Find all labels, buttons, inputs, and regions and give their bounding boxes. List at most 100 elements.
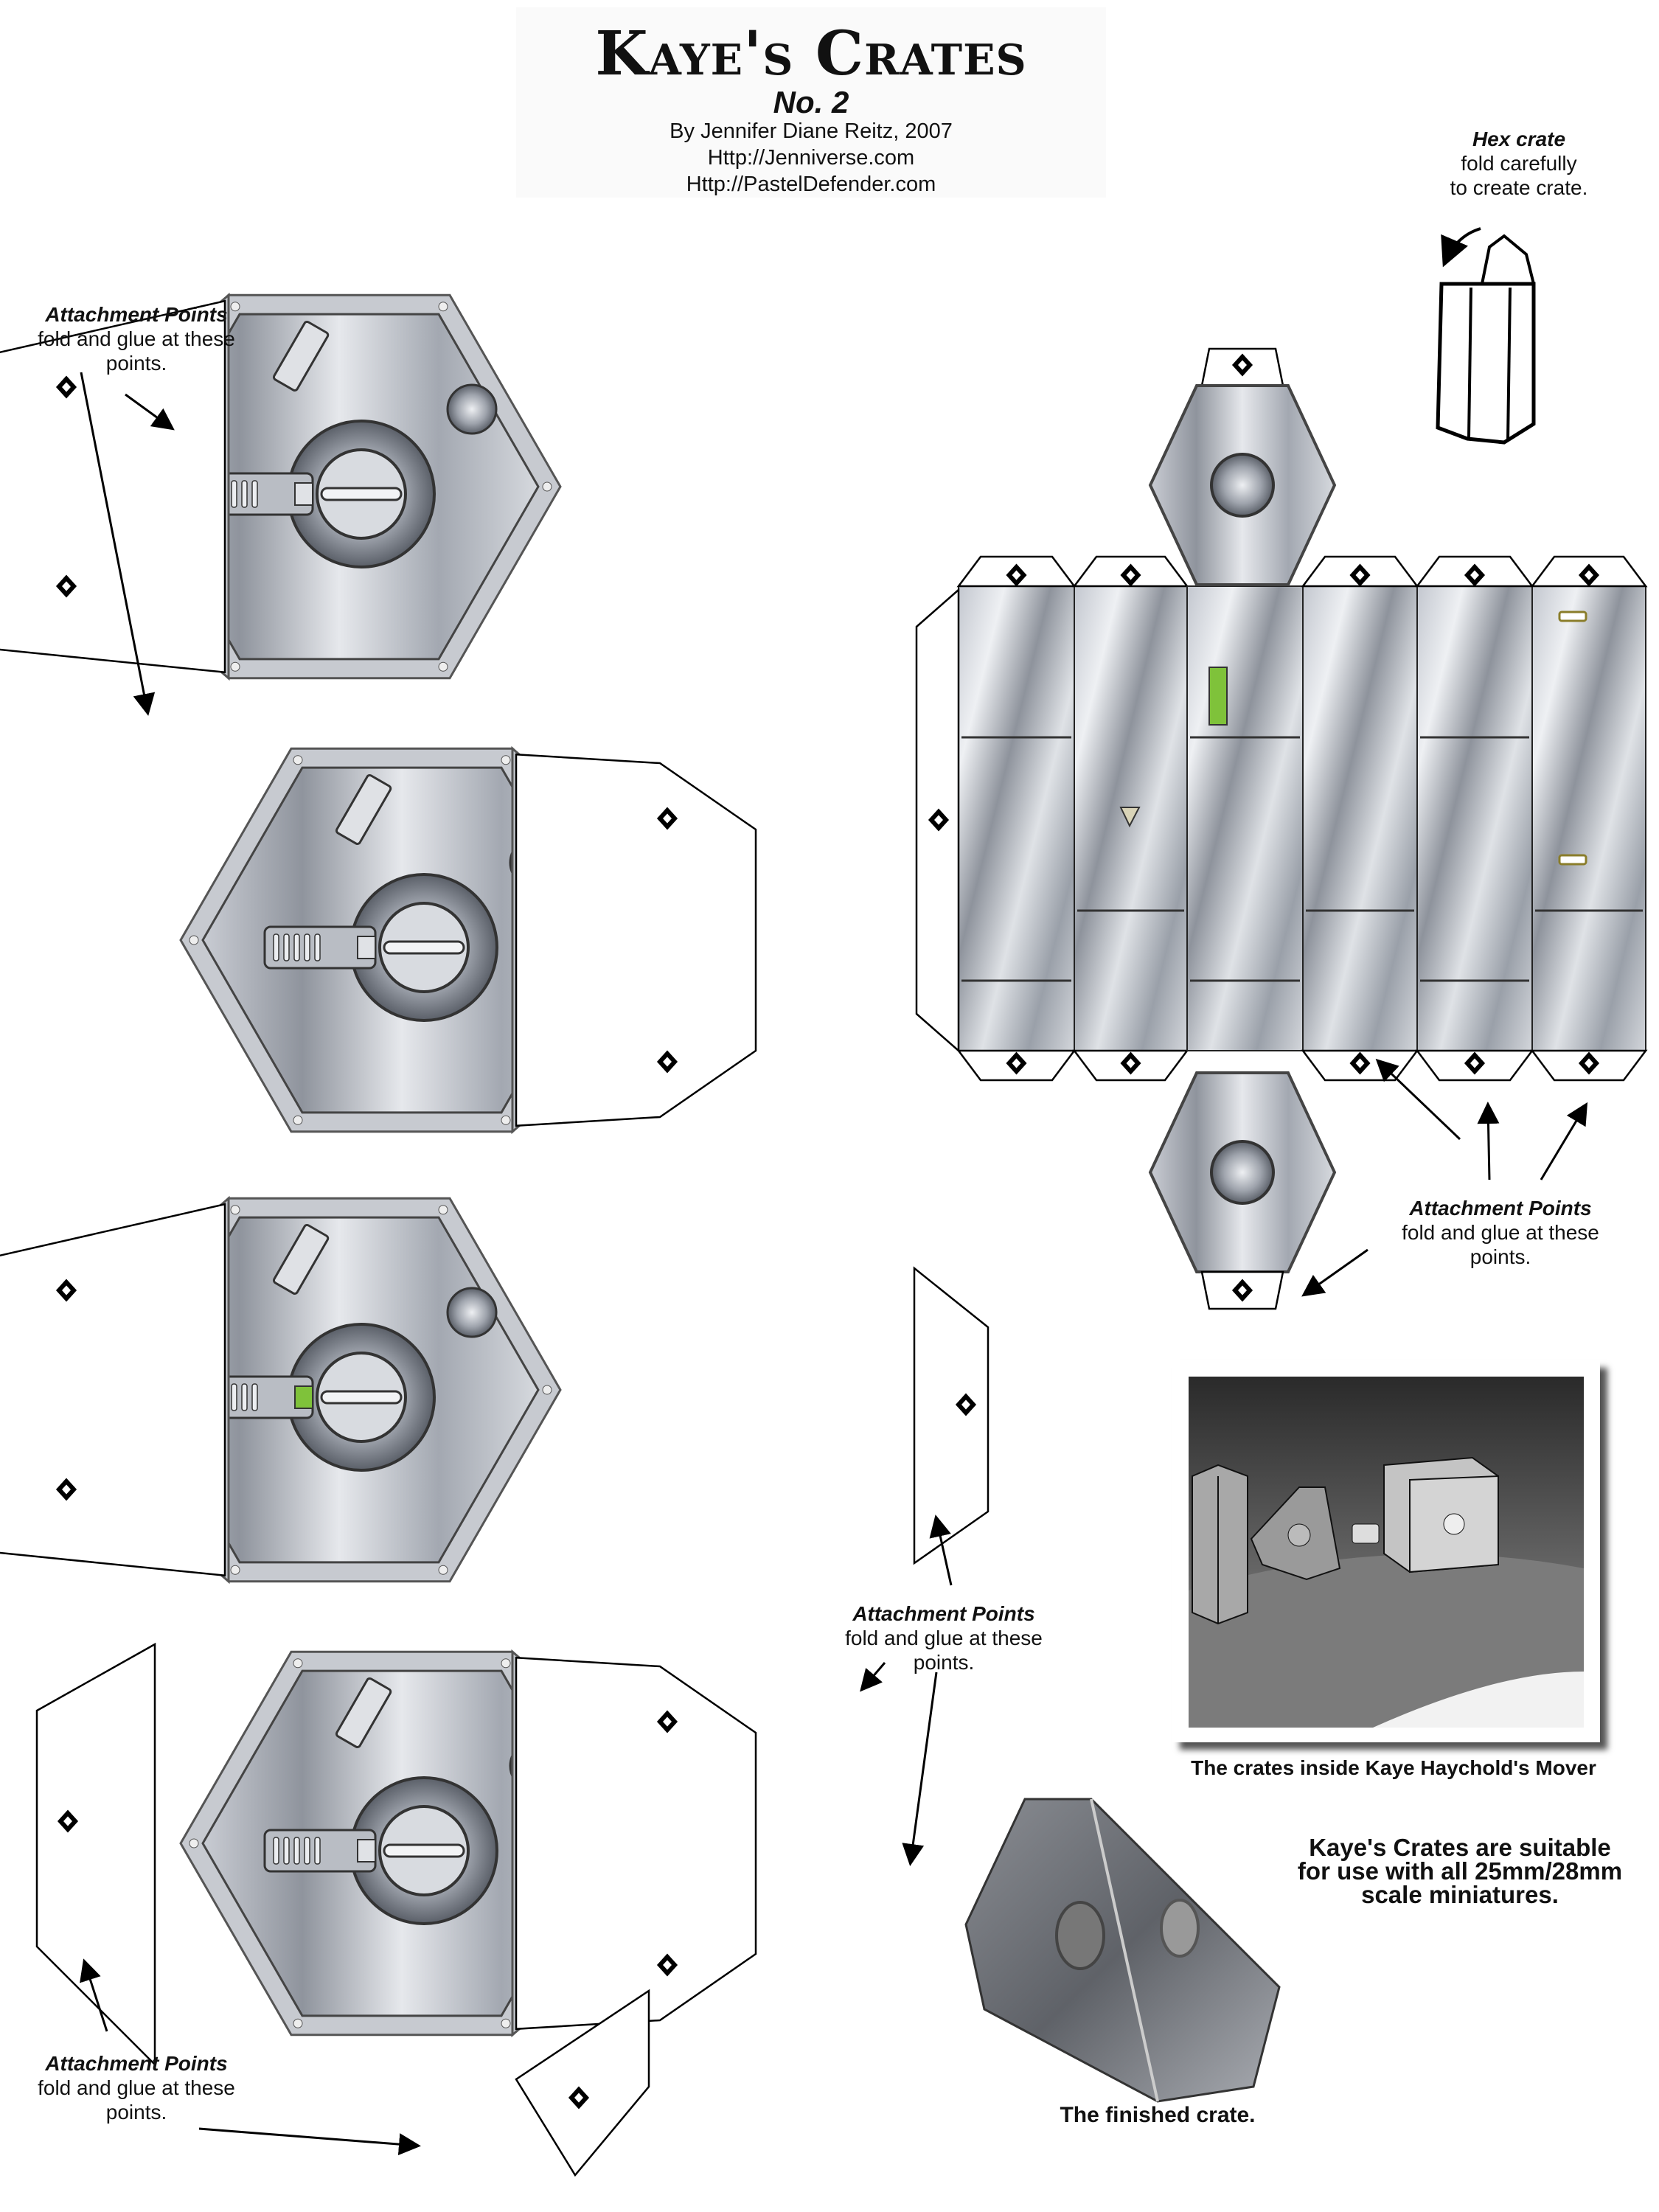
glue-point-icon	[568, 2086, 590, 2110]
crates-photo-image	[1189, 1377, 1584, 1728]
sketch-lid	[1481, 234, 1535, 285]
rivet-icon	[293, 1658, 303, 1669]
glue-point-icon	[1464, 1051, 1486, 1075]
pointer-arrow	[80, 1958, 108, 2032]
pointer-arrow	[80, 372, 156, 716]
glue-point-icon	[1231, 1279, 1253, 1302]
glue-point-icon	[1578, 1051, 1600, 1075]
lock-handle-icon	[320, 1390, 403, 1405]
crate-side-panel	[1302, 585, 1418, 1051]
slot-light-icon	[1558, 611, 1587, 622]
rivet-icon	[230, 1565, 240, 1575]
title-block: Kaye's Crates No. 2 By Jennifer Diane Re…	[516, 7, 1106, 198]
hex-crate-note: Hex crate fold carefully to create crate…	[1416, 127, 1622, 200]
slot-light-icon	[1558, 854, 1587, 866]
hex-crate-line2: to create crate.	[1450, 176, 1588, 199]
rivet-icon	[542, 1385, 552, 1395]
fold-arrow-icon	[1441, 227, 1481, 268]
glue-point-icon	[656, 1953, 678, 1977]
vent-slot	[273, 1837, 279, 1865]
vent-slot	[283, 1837, 290, 1865]
pointer-arrow	[198, 2127, 421, 2156]
attachment-note-line2: points.	[1470, 1245, 1531, 1268]
green-indicator-icon	[294, 1385, 313, 1409]
small-valve-icon	[446, 1287, 498, 1338]
vent-slot	[231, 1383, 237, 1411]
vent-indicator	[357, 936, 376, 959]
attachment-note-line1: fold and glue at these	[38, 2076, 235, 2099]
sketch-edge	[1506, 287, 1512, 442]
glue-point-icon	[1349, 1051, 1371, 1075]
pointer-arrow	[1301, 1248, 1368, 1297]
sketch-edge	[1467, 287, 1472, 439]
finished-crate-image	[964, 1798, 1281, 2103]
glue-point-icon	[1120, 1051, 1141, 1075]
crate-side-panel	[1186, 585, 1304, 1051]
glue-point-icon	[656, 1710, 678, 1733]
rivet-icon	[438, 302, 448, 312]
pointer-arrow	[929, 1514, 953, 1586]
attachment-note-heading: Attachment Points	[852, 1602, 1035, 1625]
glue-point-icon	[1120, 563, 1141, 587]
finished-crate-edge	[1090, 1798, 1159, 2102]
attachment-note-line1: fold and glue at these	[38, 327, 235, 350]
vent-slot	[304, 1837, 310, 1865]
vent-slot	[231, 480, 237, 508]
glue-point-icon	[656, 807, 678, 830]
page-subtitle: No. 2	[773, 85, 849, 119]
pointer-arrow	[1375, 1058, 1461, 1141]
vent-slot	[273, 933, 279, 961]
green-indicator-icon	[1208, 667, 1228, 726]
vent-indicator	[294, 482, 313, 506]
rivet-icon	[542, 481, 552, 492]
attachment-note-line1: fold and glue at these	[1402, 1221, 1599, 1244]
label-plate	[272, 320, 330, 392]
rivet-icon	[501, 755, 511, 765]
pointer-arrow	[902, 1672, 938, 1866]
attachment-note-line2: points.	[105, 2101, 167, 2124]
hex-crate-in-photo	[1192, 1464, 1248, 1625]
rivet-icon	[501, 1658, 511, 1669]
vent-slot	[314, 1837, 321, 1865]
rivet-icon	[230, 661, 240, 672]
glue-tab	[515, 753, 757, 1127]
cube-crate-in-photo	[1383, 1456, 1499, 1573]
attachment-note-line1: fold and glue at these	[845, 1627, 1043, 1649]
lock-handle-icon	[320, 487, 403, 501]
vent-slot	[293, 933, 300, 961]
glue-tab	[515, 1656, 757, 2031]
glue-point-icon	[1231, 353, 1253, 377]
pointer-arrow	[125, 393, 175, 431]
lock-dial-icon	[1160, 1899, 1200, 1958]
sketch-box	[1436, 282, 1536, 445]
label-plate	[272, 1223, 330, 1295]
pointer-arrow	[860, 1662, 886, 1692]
vent-slot	[293, 1837, 300, 1865]
scale-note-line1: Kaye's Crates are suitable	[1309, 1834, 1611, 1861]
lock-dial-icon	[1210, 453, 1275, 518]
scale-note-line3: scale miniatures.	[1361, 1881, 1559, 1908]
lock-dial-icon	[1055, 1901, 1105, 1970]
small-crate-in-photo	[1352, 1523, 1380, 1544]
small-valve-icon	[446, 383, 498, 435]
glue-point-icon	[1349, 563, 1371, 587]
vent-indicator	[357, 1839, 376, 1863]
vent-slot	[251, 480, 258, 508]
vent-slot	[241, 480, 248, 508]
rivet-icon	[293, 1115, 303, 1125]
glue-tab	[913, 1266, 990, 1565]
attachment-note-heading: Attachment Points	[45, 303, 228, 326]
rivet-icon	[438, 1565, 448, 1575]
vent-slot	[304, 933, 310, 961]
attachment-note-right: Attachment Points fold and glue at these…	[1382, 1196, 1618, 1269]
glue-tab	[515, 1989, 650, 2177]
glue-tab	[0, 299, 226, 674]
glue-point-icon	[955, 1393, 977, 1416]
rivet-icon	[293, 2018, 303, 2028]
attachment-note-line2: points.	[913, 1651, 975, 1674]
rivet-icon	[189, 935, 199, 945]
glue-point-icon	[55, 1279, 77, 1302]
rivet-icon	[501, 2018, 511, 2028]
attachment-note-middle: Attachment Points fold and glue at these…	[818, 1601, 1069, 1674]
page-title: Kaye's Crates	[595, 18, 1027, 89]
